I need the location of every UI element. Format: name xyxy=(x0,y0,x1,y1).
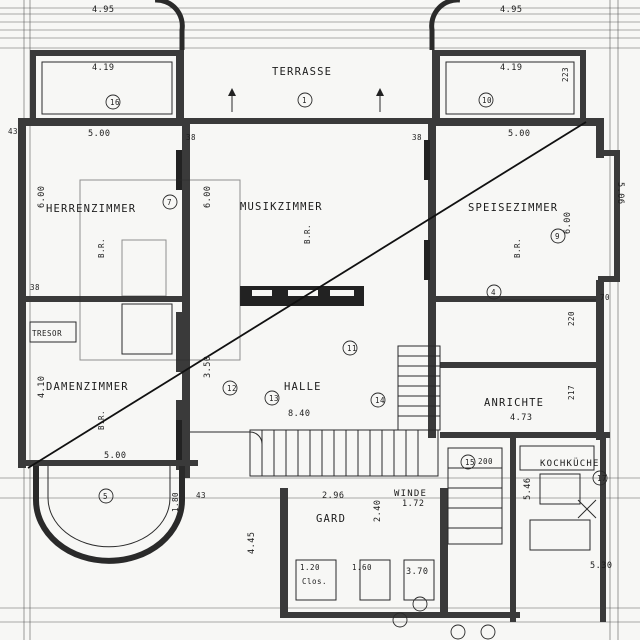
dim-outer-right: 5.06 xyxy=(615,182,625,204)
room-speisezimmer: SPEISEZIMMER xyxy=(468,202,558,214)
dim-musik-depth: 6.00 xyxy=(203,186,213,208)
room-gard: GARD xyxy=(316,513,346,525)
room-damenzimmer: DAMENZIMMER xyxy=(46,381,129,393)
room-number: 14 xyxy=(375,396,385,405)
room-number: 16 xyxy=(110,98,120,107)
dim-43-b: 43 xyxy=(196,491,206,500)
dim-terrace-left: 4.19 xyxy=(92,63,114,73)
dim-herren-width: 5.00 xyxy=(88,129,110,139)
dim-70: 70 xyxy=(600,293,610,302)
dim-38-c: 38 xyxy=(30,283,40,292)
dim-br-herren: B.R. xyxy=(97,238,106,258)
room-number: 4 xyxy=(491,288,496,297)
dim-gard-depth: 2.40 xyxy=(373,500,383,522)
room-halle: HALLE xyxy=(284,381,322,393)
dim-top-right: 4.95 xyxy=(500,5,522,15)
kitchen-fixtures xyxy=(295,445,597,601)
room-musikzimmer: MUSIKZIMMER xyxy=(240,201,323,213)
dim-bottom-small: 3.70 xyxy=(406,567,428,577)
door-arrows xyxy=(228,88,384,112)
dim-220: 220 xyxy=(567,311,576,326)
dim-lower-depth: 4.45 xyxy=(247,532,257,554)
dim-anrichte-width: 4.73 xyxy=(510,413,532,423)
diagonal-line xyxy=(27,121,587,469)
pencil-overlays xyxy=(79,179,241,361)
room-anrichte: ANRICHTE xyxy=(484,397,544,409)
room-number: 13 xyxy=(269,394,279,403)
dim-43-a: 43 xyxy=(8,127,18,136)
dim-terrace-right: 4.19 xyxy=(500,63,522,73)
dim-kitchen-depth: 5.46 xyxy=(523,478,533,500)
room-kochkueche: KOCHKÜCHE xyxy=(540,458,600,469)
main-staircase xyxy=(190,345,503,545)
dim-38-a: 38 xyxy=(186,133,196,142)
room-number: 1 xyxy=(302,96,307,105)
dim-speise-width: 5.00 xyxy=(508,129,530,139)
dim-herren-depth: 6.00 xyxy=(37,186,47,208)
room-herrenzimmer: HERRENZIMMER xyxy=(46,203,136,215)
dim-halle-width: 8.40 xyxy=(288,409,310,419)
dim-gard-width: 2.96 xyxy=(322,491,344,501)
dim-br-musik: B.R. xyxy=(303,224,312,244)
dim-br-speise: B.R. xyxy=(513,238,522,258)
dimension-labels: 4.95 4.95 4.19 4.19 5.00 5.00 6.00 6.00 … xyxy=(8,5,625,577)
dim-halle-depth: 3.50 xyxy=(203,356,213,378)
room-labels: TERRASSE HERRENZIMMER MUSIKZIMMER SPEISE… xyxy=(32,66,600,586)
room-terrasse: TERRASSE xyxy=(272,66,332,78)
dim-kitchen-width: 5.30 xyxy=(590,561,612,571)
room-number-markers xyxy=(98,92,608,640)
dim-top-left: 4.95 xyxy=(92,5,114,15)
room-number: 15 xyxy=(465,458,475,467)
room-number: 7 xyxy=(167,198,172,207)
dim-damen-depth: 4.10 xyxy=(37,376,47,398)
room-winde: WINDE xyxy=(394,489,427,499)
room-number: 12 xyxy=(227,384,237,393)
dim-217: 217 xyxy=(567,385,576,400)
dim-160: 1.60 xyxy=(352,563,372,572)
room-number-labels: 16 1 10 7 9 4 11 12 13 14 15 5 17 xyxy=(103,96,607,501)
exterior-walls xyxy=(18,50,620,622)
dim-damen-width: 5.00 xyxy=(104,451,126,461)
dim-38-b: 38 xyxy=(412,133,422,142)
room-number: 11 xyxy=(347,344,357,353)
room-clos: Clos. xyxy=(302,577,327,586)
room-number: 17 xyxy=(597,474,607,483)
dim-180: 1.80 xyxy=(171,492,180,512)
dim-200: 200 xyxy=(478,457,493,466)
room-tresor: TRESOR xyxy=(32,329,62,338)
dim-speise-depth: 6.00 xyxy=(563,212,573,234)
dim-223: 223 xyxy=(561,67,570,82)
interior-features xyxy=(29,61,596,460)
bay-window xyxy=(33,466,185,564)
room-number: 5 xyxy=(103,492,108,501)
terrace-arches xyxy=(154,0,460,50)
dim-120: 1.20 xyxy=(300,563,320,572)
room-number: 10 xyxy=(482,96,492,105)
dim-br-damen: B.R. xyxy=(97,410,106,430)
room-number: 9 xyxy=(555,232,560,241)
dim-winde-width: 1.72 xyxy=(402,499,424,509)
